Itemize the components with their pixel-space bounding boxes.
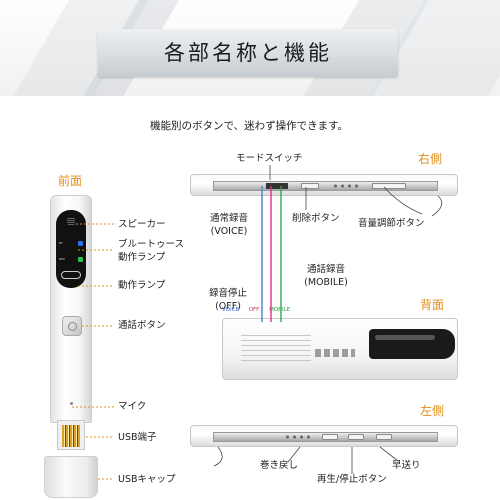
subtitle: 機能別のボタンで、迷わず操作できます。 [150,120,349,132]
label-call-rec-1: 通話録音 [306,264,345,275]
call-button[interactable] [62,316,82,336]
label-rec-stop-2: (OFF) [215,301,241,312]
switch-position-marks: VOICE OFF MOBILE [222,307,290,313]
belt-clip [369,329,455,359]
label-usb-port: USB端子 [118,432,157,443]
label-delete-button: 削除ボタン [292,213,340,224]
fast-forward-button[interactable] [376,434,392,440]
recorder-front-view: BT REC [50,195,92,423]
side-metal-band [213,432,438,442]
banner-panel [98,29,398,77]
speaker-grill [67,217,75,225]
call-button-ring [68,322,77,331]
recorder-left-side [190,425,458,447]
side-metal-band [213,181,438,191]
bluetooth-led-caption: BT [59,241,63,245]
usb-cap [44,456,98,498]
banner-title: 各部名称と機能 [164,41,332,65]
section-front: 前面 [58,174,83,188]
label-operation-lamp: 動作ランプ [118,280,166,291]
usb-connector [57,420,85,450]
label-fast-forward: 早送り [392,460,421,471]
back-spec-text [241,335,311,365]
label-rec-stop-1: 録音停止 [208,288,247,299]
recorder-right-side [190,174,458,196]
side-dots [332,183,362,189]
side-dots [284,434,314,440]
label-mode-switch: モードスイッチ [236,153,303,164]
label-rewind: 巻き戻し [260,460,299,471]
usb-contacts [62,425,80,447]
label-bluetooth-lamp-1: ブルートゥース [118,239,185,250]
operation-led-caption: REC [59,257,66,261]
label-volume-button: 音量調節ボタン [358,218,425,229]
back-cert-marks [315,349,355,357]
operation-lamp-led [78,257,83,262]
mark-off: OFF [248,307,260,313]
mark-mobile: MOBILE [269,307,291,313]
label-call-rec-2: (MOBILE) [304,277,348,288]
leader-cable-left [213,446,223,467]
front-panel: BT REC [56,210,86,288]
label-mic: マイク [118,401,147,412]
bluetooth-lamp-led [78,241,83,246]
clip-highlight [375,335,435,340]
label-usb-cap: USBキャップ [118,474,176,485]
section-back: 背面 [420,298,445,312]
label-play-stop: 再生/停止ボタン [317,474,387,485]
label-speaker: スピーカー [118,219,166,230]
label-bluetooth-lamp-2: 動作ランプ [118,252,166,263]
mic-hole [70,402,73,405]
brand-logo [61,271,81,279]
delete-button[interactable] [301,183,319,189]
recorder-back-view [222,318,458,380]
leader-fast-forward [379,446,399,462]
play-stop-button[interactable] [348,434,364,440]
section-right: 右側 [418,152,443,166]
label-normal-rec-1: 通常録音 [209,213,248,224]
volume-button[interactable] [372,183,406,189]
label-call-button: 通話ボタン [118,320,166,331]
section-left: 左側 [420,404,445,418]
mode-switch[interactable] [266,183,288,189]
rewind-button[interactable] [322,434,338,440]
label-normal-rec-2: (VOICE) [210,226,248,237]
mark-voice: VOICE [222,307,239,313]
leader-cable [431,195,443,217]
title-banner: 各部名称と機能 [0,0,500,96]
